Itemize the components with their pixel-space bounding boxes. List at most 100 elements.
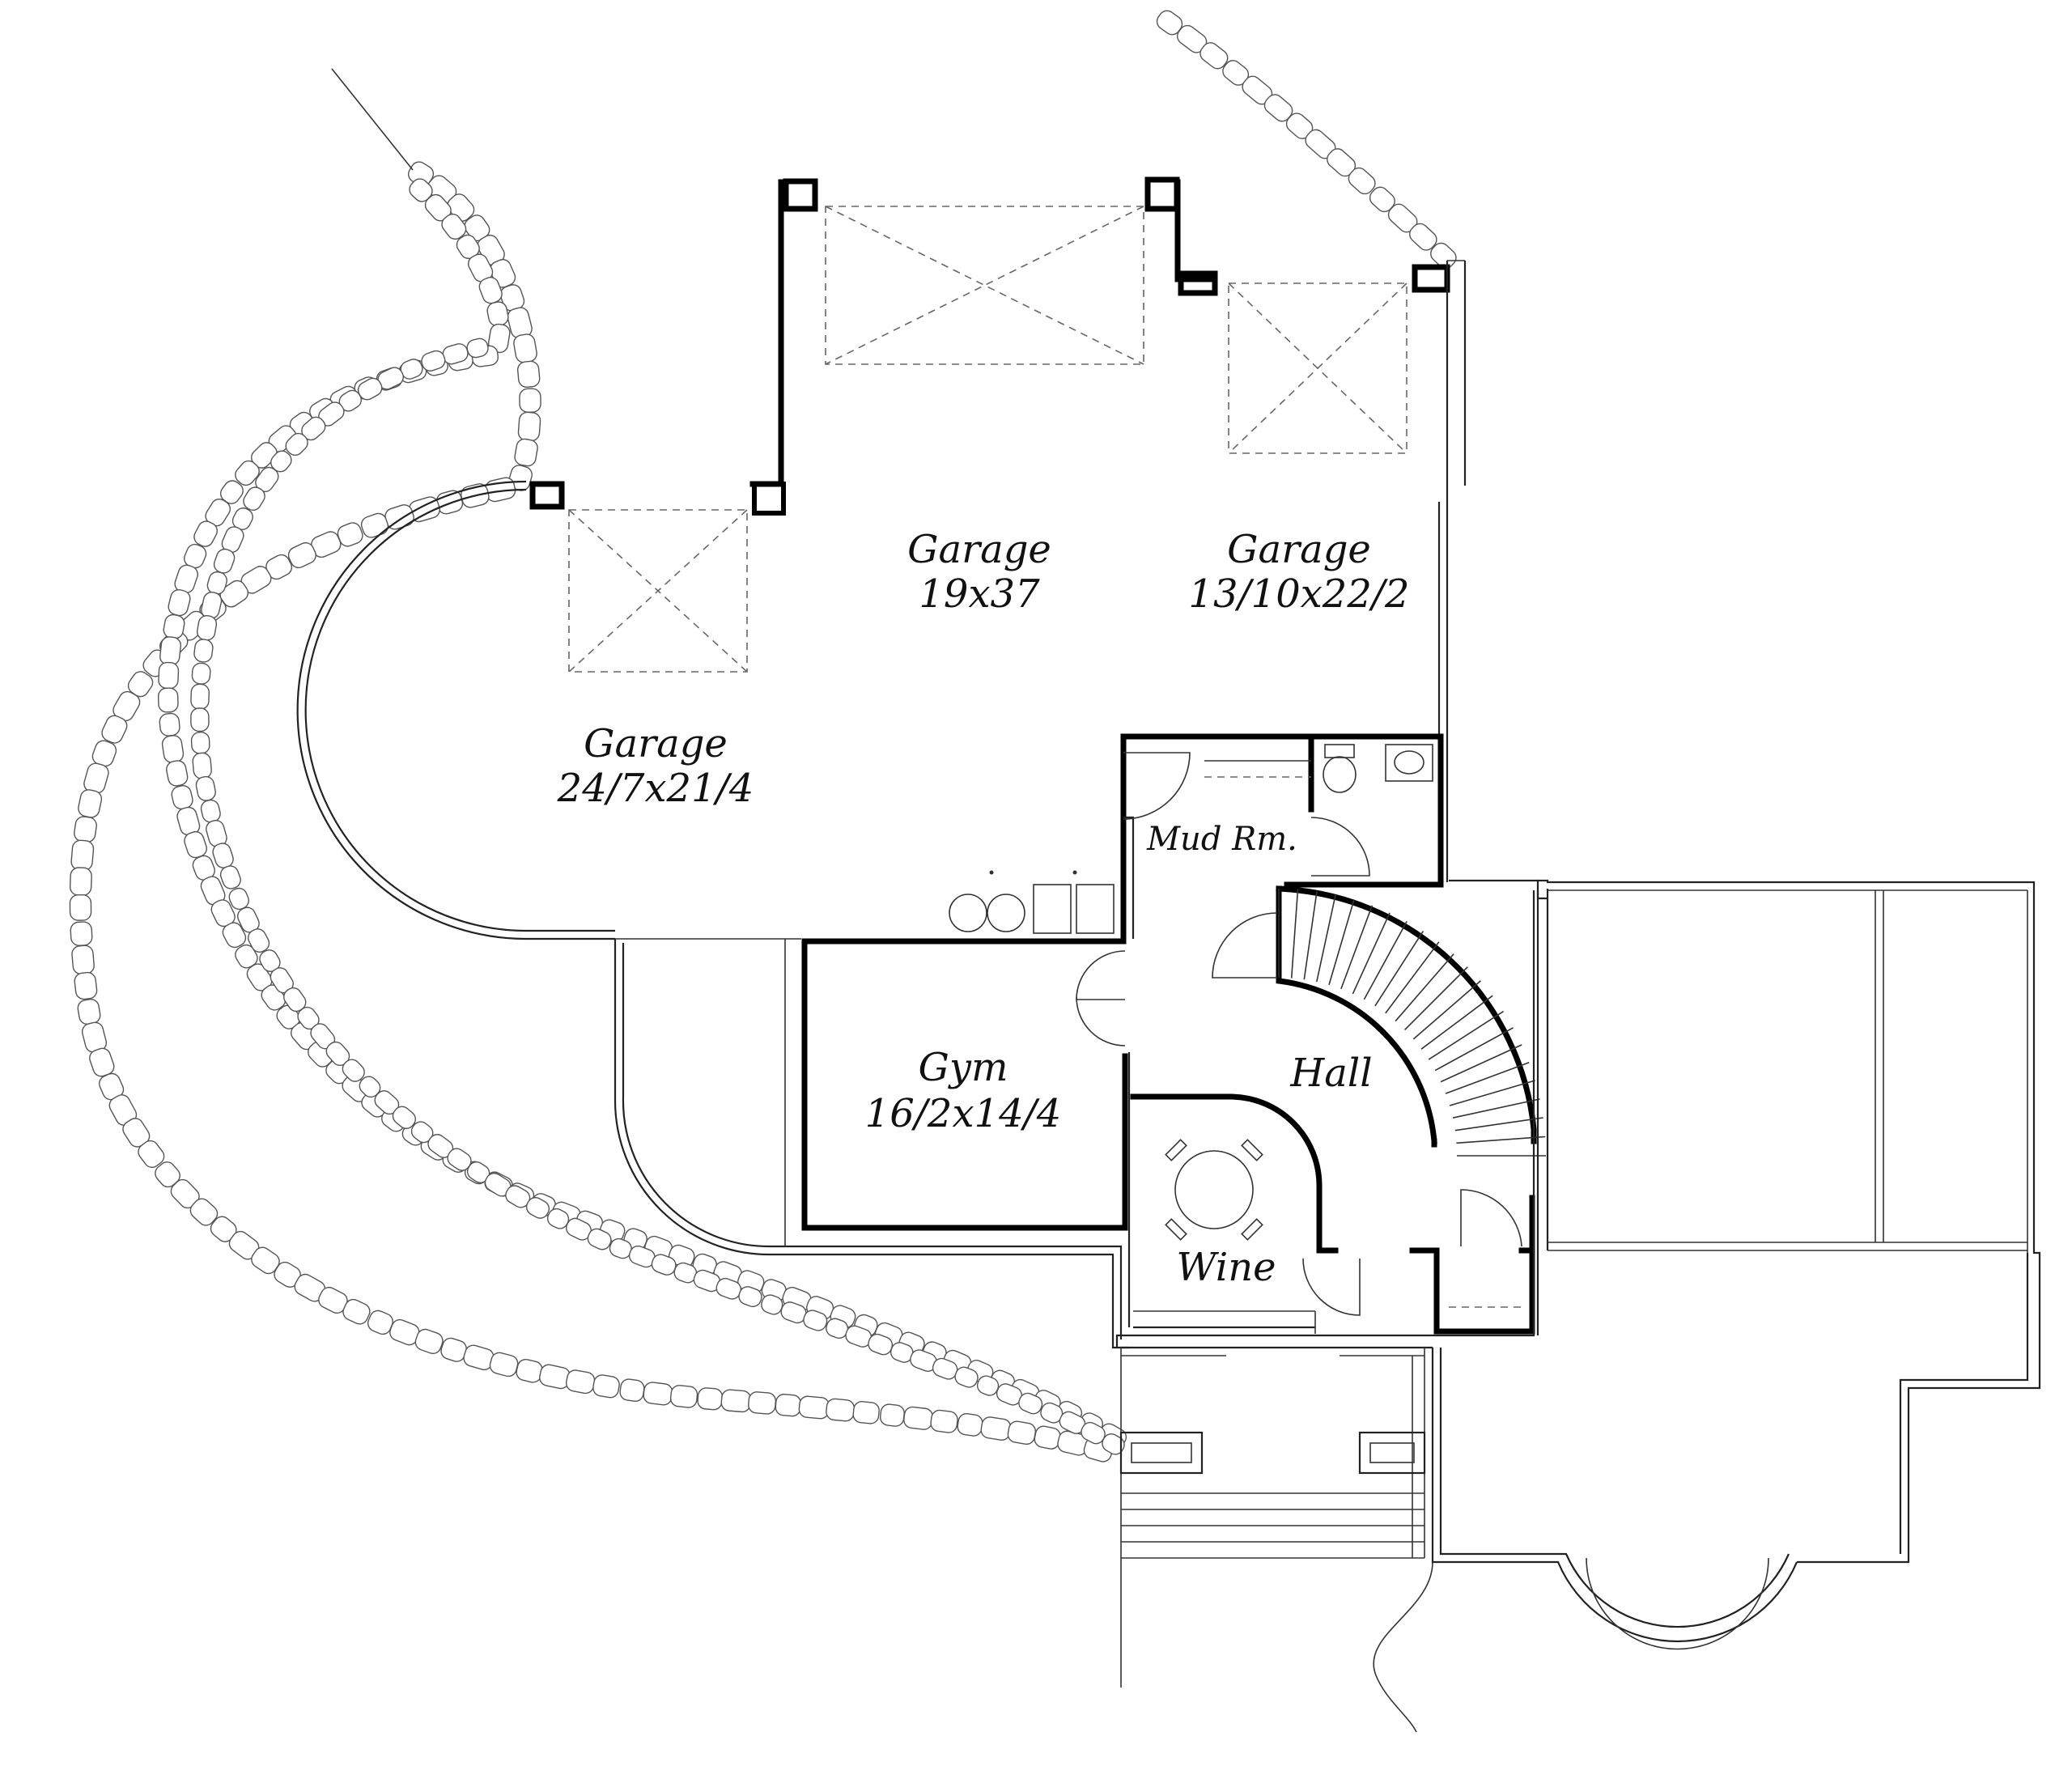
stone [101, 715, 128, 744]
stair-tread [1316, 894, 1336, 983]
stone [161, 735, 185, 763]
doors [1076, 752, 1526, 1316]
stone [697, 1387, 724, 1411]
garage-door-center [825, 206, 1144, 365]
property-line [331, 68, 414, 171]
stone [157, 687, 179, 713]
stone [441, 213, 467, 240]
stone [803, 1310, 828, 1331]
lower-curve-wall-inner [622, 943, 1123, 1339]
garage-door-left [568, 509, 748, 673]
stone [980, 1416, 1012, 1441]
stone [190, 731, 210, 754]
stone [171, 785, 193, 810]
room-size: 16/2x14/4 [865, 1091, 1062, 1136]
stone [957, 1413, 983, 1437]
stone [69, 867, 92, 896]
stone [513, 333, 537, 363]
room-label-hall: Hall [1289, 1051, 1372, 1096]
stone [519, 388, 541, 413]
stone [78, 789, 103, 818]
room-label-mud-room: Mud Rm. [1146, 821, 1297, 858]
stone [516, 360, 541, 388]
stone [1348, 167, 1376, 195]
stone [592, 1374, 620, 1399]
stone [1007, 1420, 1037, 1446]
stone-retaining-walls [69, 10, 1457, 1462]
stone [285, 432, 308, 456]
sink-icon [1385, 744, 1433, 782]
stone [954, 1366, 979, 1388]
stair-tread [1428, 1010, 1505, 1060]
stone [287, 541, 316, 569]
room-label-garage-center: Garage 19x37 [907, 527, 1051, 617]
stone [342, 1059, 365, 1082]
stair-tread [1363, 921, 1408, 1000]
stone [158, 661, 180, 690]
lower-curve-wall [614, 939, 1129, 1349]
stone [69, 894, 92, 921]
room-label-garage-right: Garage 13/10x22/2 [1188, 527, 1409, 617]
stone [193, 520, 218, 547]
stone [525, 1196, 550, 1219]
garage-storage-items [949, 870, 1115, 934]
stone [74, 816, 97, 843]
stone [222, 922, 247, 949]
stone [565, 1369, 596, 1395]
stair-tread [1352, 912, 1391, 995]
room-name: Mud Rm. [1146, 821, 1297, 858]
stone [191, 662, 211, 685]
stair-tread [1395, 953, 1454, 1022]
garage-door-right [1228, 282, 1408, 454]
stone [243, 486, 265, 512]
room-label-wine: Wine [1176, 1245, 1276, 1290]
stone [414, 1328, 444, 1354]
room-name: Garage [907, 527, 1051, 572]
stone [930, 1409, 958, 1433]
stone [192, 752, 212, 779]
stone [619, 1378, 645, 1403]
stone [74, 971, 98, 1000]
stone [421, 350, 446, 371]
interior-walls [801, 733, 1535, 1335]
stone [1034, 1425, 1061, 1450]
stair-tread [1303, 891, 1318, 980]
stair-tread [1456, 1136, 1546, 1144]
stone [190, 683, 210, 710]
stone [720, 1389, 752, 1413]
stone [70, 839, 95, 871]
stone [200, 799, 221, 823]
stone [159, 636, 181, 666]
toilet-icon [1323, 744, 1357, 793]
stone [138, 1140, 165, 1168]
room-name: Garage [1227, 527, 1371, 572]
stone [219, 865, 241, 889]
rear-terrace [1431, 879, 2041, 1650]
stone [190, 707, 210, 732]
stone [1102, 1433, 1125, 1455]
room-name: Hall [1289, 1051, 1372, 1096]
stone [798, 1395, 830, 1420]
stair-tread [1434, 1027, 1514, 1072]
stone [1018, 1392, 1043, 1415]
stone [880, 1403, 905, 1427]
stone [77, 998, 101, 1025]
stone [748, 1391, 777, 1415]
stone [71, 945, 95, 975]
stair-tread [1374, 930, 1424, 1007]
stone [1430, 242, 1457, 269]
stone [517, 411, 541, 442]
stone [738, 1286, 762, 1308]
stone [489, 1352, 519, 1378]
stair-tread [1290, 889, 1299, 979]
room-size: 24/7x21/4 [557, 766, 754, 811]
stone [235, 460, 260, 486]
stone [1409, 223, 1437, 251]
room-size: 19x37 [919, 571, 1040, 617]
driveway-curve-outer [296, 480, 615, 940]
stair-tread [1440, 1044, 1522, 1083]
entry-steps [1119, 1346, 1433, 1733]
stair-tread [1404, 966, 1468, 1030]
stone [514, 438, 538, 467]
